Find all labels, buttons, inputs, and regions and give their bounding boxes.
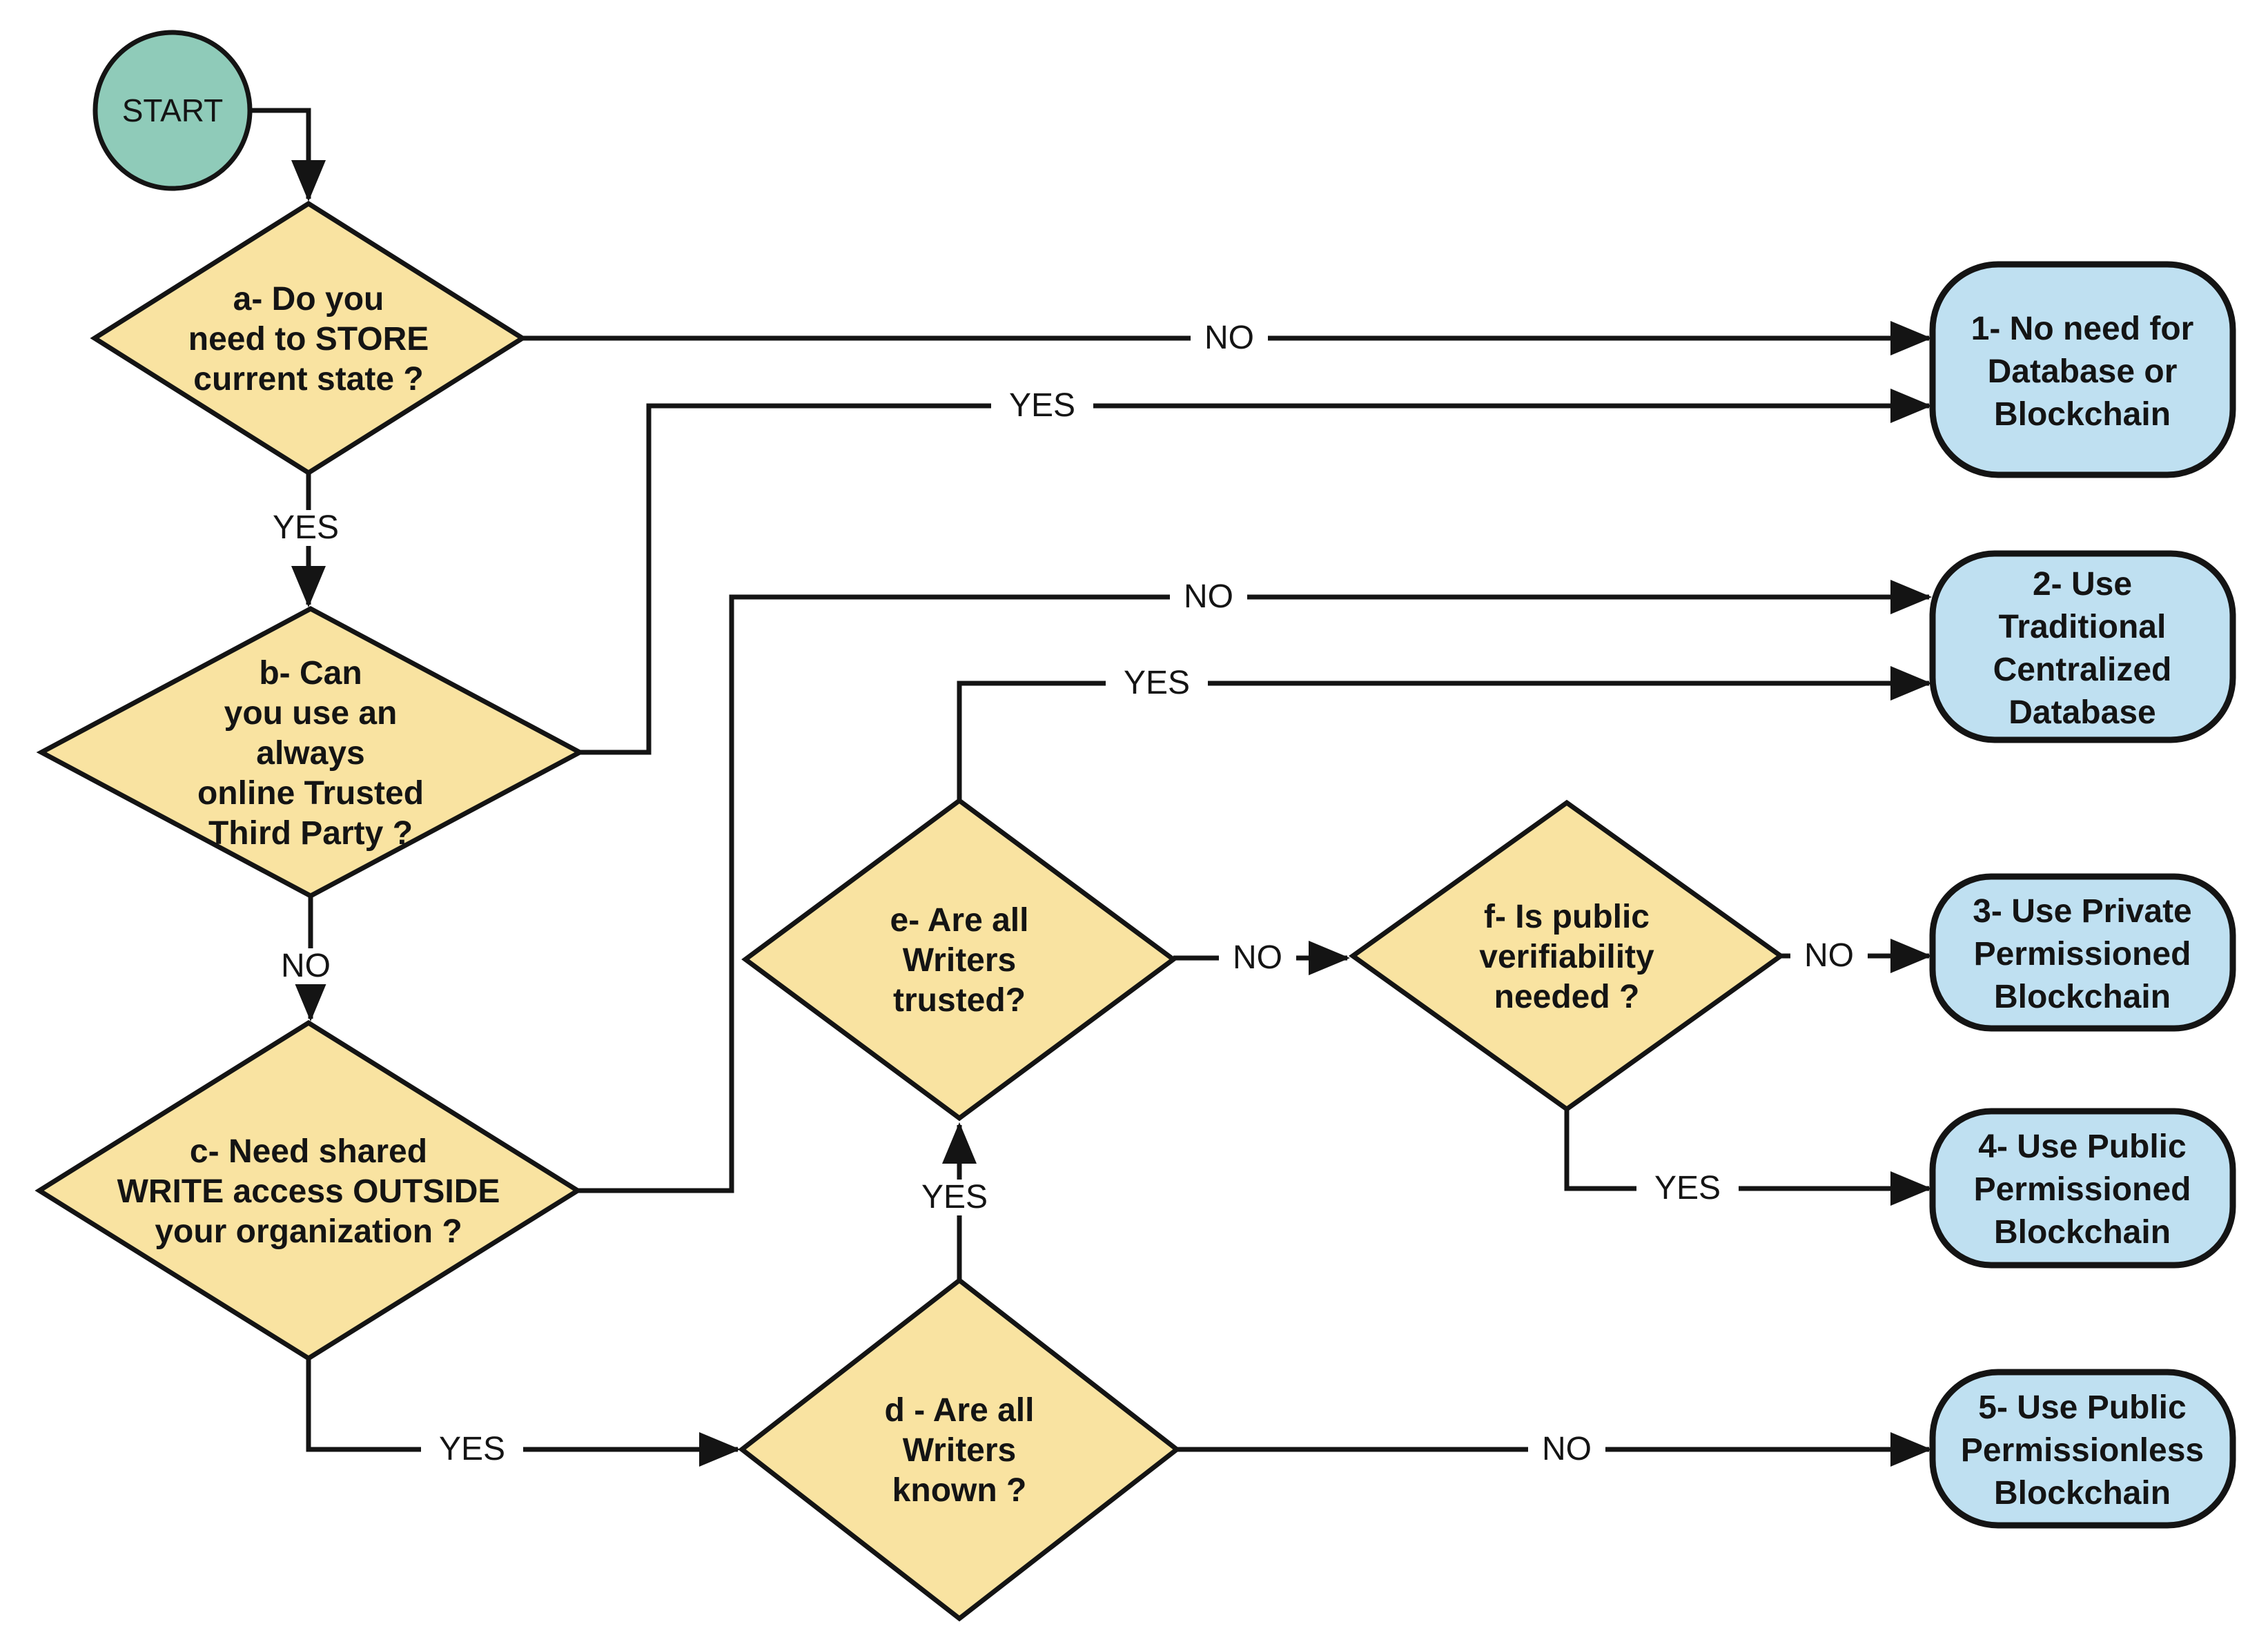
decision-c-shape [35, 1019, 583, 1362]
edge-b-yes-to-outcome1 [580, 389, 1932, 755]
outcome-4-shape [1929, 1108, 2236, 1269]
svg-text:YES: YES [1654, 1170, 1721, 1206]
svg-text:YES: YES [1124, 665, 1190, 701]
outcome-1-shape [1929, 261, 2236, 478]
decision-a-shape [90, 200, 527, 476]
start-node: START [92, 30, 253, 191]
edge-e-yes-to-outcome2 [957, 666, 1932, 801]
svg-text:NO: NO [1184, 578, 1233, 615]
edge-c-yes-to-d [306, 1358, 741, 1467]
edge-label-d-no: NO [1528, 1431, 1605, 1467]
decision-d-shape [738, 1277, 1181, 1622]
decision-e-shape [741, 797, 1177, 1122]
edge-label-b-no: NO [267, 948, 344, 984]
edge-label-a-yes: YES [255, 509, 357, 546]
outcome-3-shape [1929, 873, 2236, 1032]
edge-label-f-no: NO [1790, 937, 1868, 974]
svg-text:YES: YES [921, 1179, 988, 1215]
edge-label-d-yes: YES [903, 1179, 1006, 1215]
edge-label-e-no: NO [1219, 939, 1296, 976]
svg-text:NO: NO [281, 948, 331, 984]
edge-f-yes-to-outcome4 [1564, 1109, 1932, 1206]
svg-text:YES: YES [1009, 387, 1075, 424]
svg-text:NO: NO [1204, 320, 1254, 356]
outcome-5-shape [1929, 1369, 2236, 1529]
svg-text:NO: NO [1233, 939, 1282, 976]
edge-label-a-no: NO [1191, 320, 1268, 356]
edge-start-to-a [250, 108, 326, 202]
svg-text:YES: YES [439, 1431, 505, 1467]
edge-c-no-to-outcome2 [578, 580, 1932, 1193]
start-shape [92, 30, 253, 191]
decision-f-shape [1348, 799, 1786, 1113]
svg-text:NO: NO [1542, 1431, 1592, 1467]
start-label: START [122, 92, 224, 128]
edge-label-f-yes: YES [1636, 1170, 1739, 1206]
edge-labels: NO YES YES NO NO YES NO NO [255, 320, 1868, 1467]
edge-label-c-yes: YES [421, 1431, 523, 1467]
outcome-2-shape [1929, 550, 2236, 743]
edge-label-b-yes: YES [991, 387, 1093, 424]
svg-text:YES: YES [273, 509, 339, 546]
decision-b-shape [36, 606, 585, 899]
svg-text:NO: NO [1804, 937, 1854, 974]
edge-label-e-yes: YES [1106, 665, 1208, 701]
edge-label-c-no: NO [1170, 578, 1247, 615]
